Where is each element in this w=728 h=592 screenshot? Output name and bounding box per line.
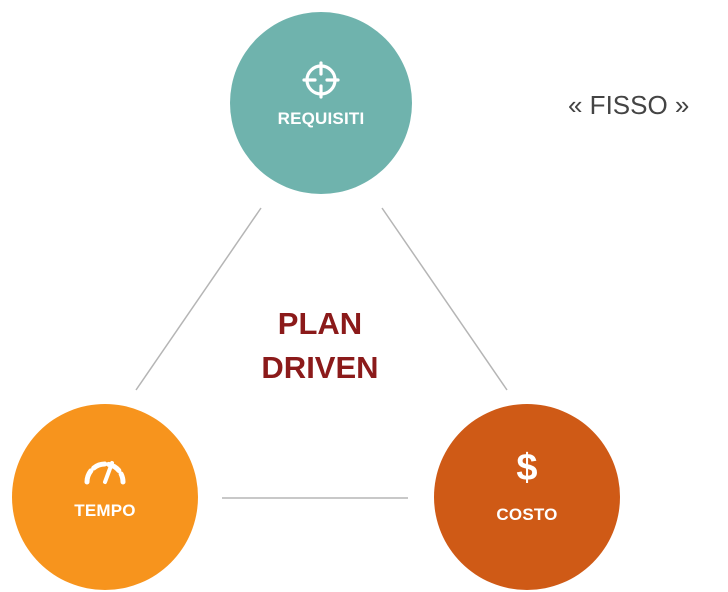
center-title-line1: PLAN [277, 306, 363, 341]
speedometer-icon [84, 461, 126, 485]
costo-node: $ COSTO [434, 404, 620, 590]
tempo-node: TEMPO [12, 404, 198, 590]
tempo-label: TEMPO [74, 501, 136, 520]
requisiti-label: REQUISITI [277, 109, 365, 128]
connector-requisiti-costo [381, 207, 508, 391]
connector-requisiti-tempo [135, 207, 262, 391]
target-crosshair-icon [302, 61, 340, 99]
fixed-note: « FISSO » [568, 90, 690, 120]
costo-label: COSTO [496, 505, 558, 524]
center-title-line2: DRIVEN [261, 350, 379, 385]
center-title: PLAN DRIVEN [230, 302, 410, 390]
requisiti-node: REQUISITI [230, 12, 412, 194]
dollar-icon: $ [516, 447, 538, 489]
